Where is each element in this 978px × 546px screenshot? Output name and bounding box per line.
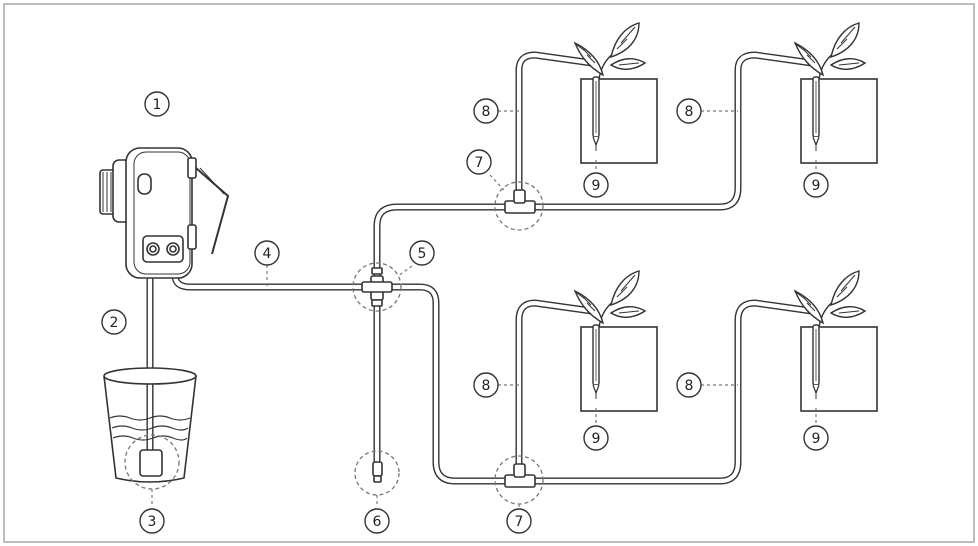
- callout-8-top-right: 8: [685, 104, 694, 120]
- callout-2: 2: [110, 315, 119, 331]
- callout-9-top-right: 9: [812, 178, 821, 194]
- callout-8-top-left: 8: [482, 104, 491, 120]
- callout-1: 1: [153, 97, 162, 113]
- callout-8-bottom-left: 8: [482, 378, 491, 394]
- highlight-tee-top: [494, 181, 544, 231]
- callout-9-bottom-right: 9: [812, 431, 821, 447]
- cross-connector: [361, 267, 393, 307]
- callout-3: 3: [148, 514, 157, 530]
- callout-5: 5: [418, 246, 427, 262]
- highlight-end-plug: [354, 450, 400, 496]
- callout-7-bottom: 7: [515, 514, 524, 530]
- water-bucket: [103, 367, 197, 483]
- callout-4: 4: [263, 246, 272, 262]
- tee-connector-bottom: [504, 463, 536, 488]
- callout-7-top: 7: [475, 155, 484, 171]
- callout-9-top-left: 9: [592, 178, 601, 194]
- callout-9-bottom-left: 9: [592, 431, 601, 447]
- pump-unit: [99, 147, 230, 279]
- highlight-cross: [352, 262, 402, 312]
- tee-connector-top: [504, 189, 536, 214]
- callout-6: 6: [373, 514, 382, 530]
- end-plug: [372, 461, 383, 483]
- callout-8-bottom-right: 8: [685, 378, 694, 394]
